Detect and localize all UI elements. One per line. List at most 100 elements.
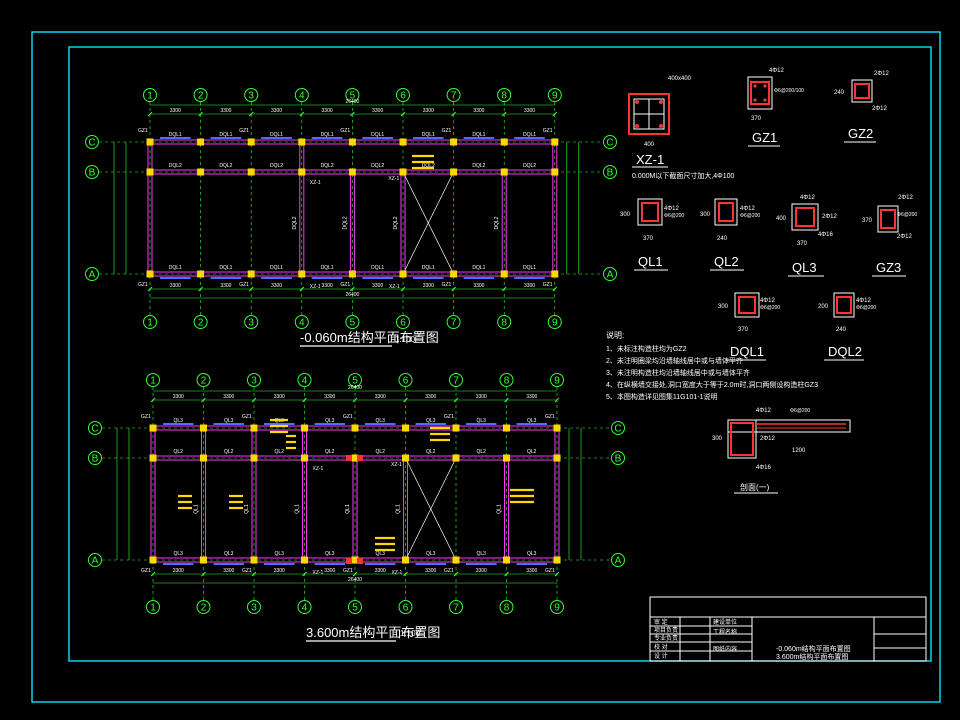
dim-text: 3300: [274, 568, 285, 574]
dim-tick: [400, 286, 406, 292]
axis-bubble: [396, 88, 410, 102]
detail-rebar-stirrup: Φ6@200: [790, 408, 810, 414]
column-marker: [351, 424, 359, 432]
column-marker: [452, 454, 460, 462]
note-5: 5、本图构造详见图集11G101-1说明: [606, 392, 718, 401]
column-label: GZ1: [444, 568, 454, 574]
dim-tick: [248, 286, 254, 292]
column-label: GZ1: [239, 282, 249, 288]
beam-label: QL3: [527, 551, 537, 557]
dim-text: 3300: [526, 394, 537, 400]
dim-text: 3300: [425, 394, 436, 400]
beam-label: QL3: [477, 418, 487, 424]
note-3: 3、未注明构造柱均沿墙轴线居中或与墙体平齐: [606, 368, 750, 377]
beam-label: DQL1: [219, 265, 232, 271]
axis-letter-A: A: [92, 556, 99, 567]
dim-tick: [451, 286, 456, 292]
inner-frame: [68, 46, 932, 662]
column-marker: [551, 138, 559, 146]
beam-label: DQL1: [321, 132, 334, 138]
column-label: GZ1: [343, 414, 353, 420]
beam-label: DQL2: [371, 163, 384, 169]
section-ql3: 4Φ12 2Φ12 4Φ16 400 370 QL3: [776, 195, 837, 277]
ql3-rebar-side: 2Φ12: [822, 214, 837, 220]
beam-label: DQL1: [422, 265, 435, 271]
dim-text: 3300: [274, 394, 285, 400]
ql1-dim-h: 300: [620, 212, 631, 218]
beam-label: DQL2: [472, 163, 485, 169]
axis-number-6: 6: [403, 603, 409, 614]
column-marker: [351, 454, 359, 462]
tb-row-1: 审 定: [654, 618, 668, 626]
dim-text: 3300: [375, 568, 386, 574]
dim-text: 3300: [271, 108, 282, 114]
axis-number-4: 4: [299, 318, 305, 329]
dim-total-text: 26400: [348, 577, 362, 583]
column-marker: [298, 270, 306, 278]
tb-row-5: 设 计: [654, 652, 668, 660]
dim-tick: [147, 111, 153, 117]
beam-label: QL3: [224, 551, 234, 557]
column-label: GZ1: [543, 282, 553, 288]
dim-tick: [552, 111, 558, 117]
axis-bubble: [88, 421, 102, 435]
column-label: XZ-1: [392, 570, 403, 576]
beam-label-vertical: QL1: [295, 504, 301, 514]
detail-rebar-top: 4Φ12: [756, 408, 771, 414]
axis-bubble: [146, 373, 160, 387]
ql3-rebar-top: 4Φ12: [800, 195, 815, 201]
axis-bubble: [196, 373, 211, 387]
ql3-dim-h: 400: [776, 216, 787, 222]
dim-tick: [552, 286, 558, 292]
axis-bubble: [193, 315, 208, 329]
column-marker: [247, 270, 255, 278]
ql2-dim-h: 300: [700, 212, 711, 218]
axis-number-9: 9: [552, 91, 558, 102]
column-marker: [551, 270, 559, 278]
plan-bottom-scale: 1:100: [400, 629, 421, 638]
axis-bubble: [547, 315, 562, 329]
axis-number-4: 4: [299, 91, 305, 102]
beam-label: QL3: [174, 418, 184, 424]
gz3-rebar-bottom: 2Φ12: [897, 234, 912, 240]
gz2-label: GZ2: [848, 126, 873, 141]
dim-tick: [201, 571, 206, 577]
dim-text: 3300: [524, 108, 535, 114]
axis-bubble: [146, 600, 160, 614]
tb-row-3: 专业负责: [654, 634, 678, 642]
dql1-dim-w: 370: [738, 327, 749, 333]
axis-letter-A: A: [615, 556, 622, 567]
dql1-dim-h: 300: [718, 304, 729, 310]
section-dql1: 4Φ12 Φ6@200 300 370 DQL1: [718, 292, 780, 361]
section-gz1: 4Φ12 Φ6@200/100 370 GZ1: [747, 68, 804, 147]
axis-bubble: [611, 451, 625, 465]
column-marker: [553, 556, 561, 564]
column-label: GZ1: [343, 568, 353, 574]
title-block: 审 定 项目负责 专业负责 校 对 设 计 建设单位 工程名称 图纸内容 -0.…: [649, 596, 927, 662]
column-marker: [450, 138, 458, 146]
dql1-rebar-2: Φ6@200: [760, 305, 780, 311]
column-label: GZ1: [545, 568, 555, 574]
axis-number-5: 5: [350, 318, 356, 329]
column-marker: [348, 138, 356, 146]
beam-label: QL2: [477, 449, 487, 455]
detail-dim-w: 1200: [792, 448, 806, 454]
dim-tick: [554, 571, 560, 577]
ql2-rebar: 4Φ12: [740, 206, 755, 212]
note-1: 1、未标注构造柱均为GZ2: [606, 344, 687, 353]
section-detail: 4Φ12 Φ6@200 2Φ12 4Φ16 300 1200 剖面(一): [712, 408, 851, 494]
axis-bubble: [88, 451, 102, 465]
beam-label: DQL1: [472, 132, 485, 138]
column-marker: [146, 270, 154, 278]
dim-text: 3300: [473, 108, 484, 114]
dim-tick: [352, 571, 358, 577]
section-ql1: 4Φ12 Φ6@200 300 370 QL1: [620, 198, 684, 271]
axis-bubble: [345, 315, 360, 329]
gz2-rebar-top: 2Φ12: [874, 71, 889, 77]
beam-label-vertical: DQL2: [342, 216, 348, 229]
dim-tick: [302, 397, 307, 403]
column-marker: [247, 138, 255, 146]
notes-heading: 说明:: [606, 330, 624, 340]
dql1-label: DQL1: [730, 344, 764, 359]
